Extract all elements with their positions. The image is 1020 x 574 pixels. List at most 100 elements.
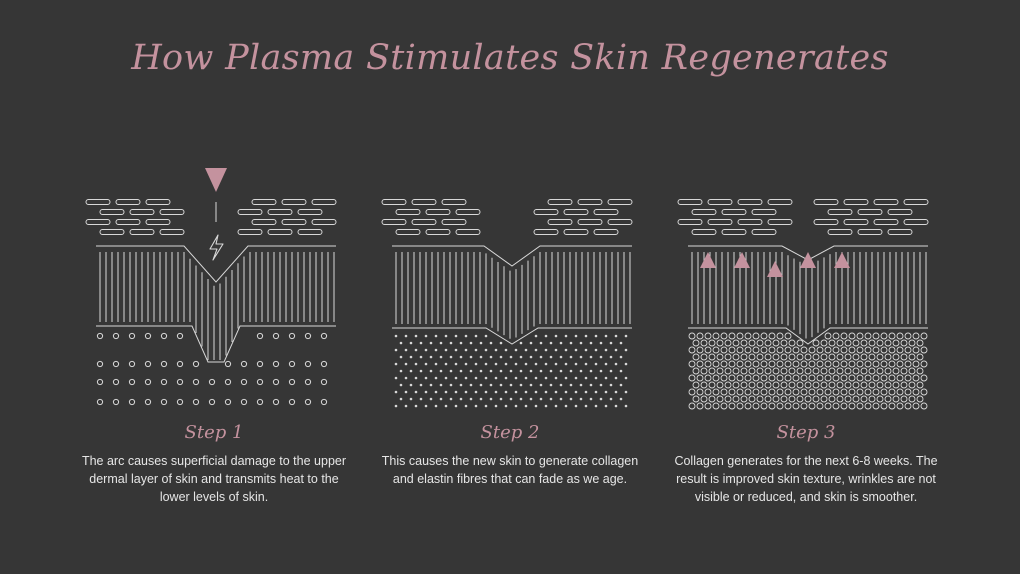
- collagen-circle: [864, 346, 872, 354]
- collagen-dot: [519, 369, 523, 373]
- collagen-circle: [748, 367, 756, 375]
- collagen-dot: [604, 362, 608, 366]
- skin-cell-dash: [563, 209, 589, 215]
- collagen-dot: [564, 362, 568, 366]
- collagen-circle: [832, 360, 840, 368]
- collagen-dot: [584, 334, 588, 338]
- collagen-dot: [469, 341, 473, 345]
- collagen-circle: [816, 402, 824, 410]
- collagen-dot: [549, 383, 553, 387]
- collagen-circle: [704, 360, 712, 368]
- collagen-dot: [459, 383, 463, 387]
- dermis-cell-circle: [128, 360, 136, 368]
- collagen-circle: [844, 353, 852, 361]
- collagen-circle: [796, 381, 804, 389]
- dermis-cell-circle: [272, 398, 280, 406]
- collagen-circle: [864, 332, 872, 340]
- collagen-dot: [609, 383, 613, 387]
- collagen-circle: [736, 374, 744, 382]
- arrow-up-icon: [734, 252, 750, 268]
- collagen-circle: [888, 402, 896, 410]
- collagen-dot: [394, 404, 398, 408]
- collagen-dot: [479, 369, 483, 373]
- collagen-circle: [812, 367, 820, 375]
- collagen-circle: [788, 353, 796, 361]
- collagen-circle: [868, 381, 876, 389]
- collagen-circle: [696, 346, 704, 354]
- dermis-cell-circle: [192, 360, 200, 368]
- collagen-dot: [429, 383, 433, 387]
- collagen-dot: [549, 341, 553, 345]
- collagen-circle: [856, 402, 864, 410]
- collagen-circle: [904, 388, 912, 396]
- collagen-circle: [736, 402, 744, 410]
- collagen-circle: [768, 374, 776, 382]
- collagen-circle: [688, 360, 696, 368]
- collagen-dot: [619, 383, 623, 387]
- collagen-dot: [469, 369, 473, 373]
- skin-cell-dash: [577, 219, 603, 225]
- collagen-circle: [884, 339, 892, 347]
- collagen-circle: [908, 367, 916, 375]
- collagen-dot: [624, 390, 628, 394]
- collagen-circle: [772, 395, 780, 403]
- collagen-dot: [439, 369, 443, 373]
- collagen-circle: [884, 353, 892, 361]
- collagen-circle: [916, 395, 924, 403]
- collagen-dot: [609, 369, 613, 373]
- collagen-dot: [514, 390, 518, 394]
- collagen-dot: [619, 355, 623, 359]
- collagen-circle: [856, 346, 864, 354]
- dermis-cell-circle: [112, 398, 120, 406]
- collagen-circle: [892, 367, 900, 375]
- collagen-circle: [824, 402, 832, 410]
- collagen-dot: [569, 355, 573, 359]
- dermis-cell-circle: [160, 360, 168, 368]
- collagen-circle: [760, 346, 768, 354]
- collagen-circle: [864, 388, 872, 396]
- collagen-circle: [712, 388, 720, 396]
- collagen-circle: [880, 388, 888, 396]
- collagen-circle: [748, 381, 756, 389]
- collagen-circle: [796, 339, 804, 347]
- collagen-dot: [489, 369, 493, 373]
- collagen-circle: [892, 339, 900, 347]
- collagen-circle: [788, 381, 796, 389]
- collagen-dot: [534, 404, 538, 408]
- skin-cell-dash: [85, 219, 111, 225]
- collagen-dot: [509, 383, 513, 387]
- collagen-circle: [912, 402, 920, 410]
- collagen-circle: [736, 360, 744, 368]
- skin-cell-dash: [311, 219, 337, 225]
- collagen-dot: [479, 397, 483, 401]
- dermis-cell-circle: [320, 378, 328, 386]
- collagen-dot: [604, 376, 608, 380]
- collagen-dot: [474, 404, 478, 408]
- collagen-dot: [399, 383, 403, 387]
- collagen-dot: [444, 334, 448, 338]
- collagen-circle: [776, 332, 784, 340]
- collagen-circle: [828, 395, 836, 403]
- skin-cell-dash: [751, 229, 777, 235]
- collagen-dot: [534, 390, 538, 394]
- collagen-circle: [788, 339, 796, 347]
- collagen-circle: [752, 402, 760, 410]
- collagen-dot: [454, 376, 458, 380]
- collagen-dot: [549, 397, 553, 401]
- collagen-dot: [444, 404, 448, 408]
- collagen-dot: [544, 376, 548, 380]
- collagen-circle: [848, 402, 856, 410]
- collagen-circle: [916, 367, 924, 375]
- collagen-dot: [539, 397, 543, 401]
- collagen-circle: [824, 360, 832, 368]
- collagen-circle: [772, 381, 780, 389]
- collagen-dot: [619, 341, 623, 345]
- collagen-dot: [599, 383, 603, 387]
- collagen-dot: [569, 341, 573, 345]
- collagen-circle: [900, 395, 908, 403]
- collagen-circle: [828, 367, 836, 375]
- collagen-dot: [454, 404, 458, 408]
- collagen-dot: [474, 348, 478, 352]
- skin-cell-dash: [903, 219, 929, 225]
- collagen-dot: [614, 404, 618, 408]
